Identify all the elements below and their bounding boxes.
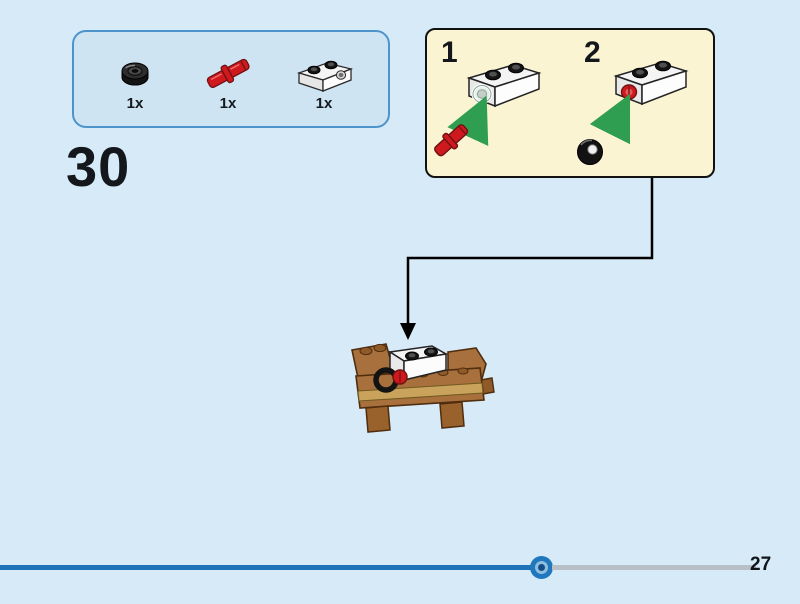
red-pin xyxy=(434,124,469,157)
white-plate-icon xyxy=(296,60,354,92)
substep-2-label: 2 xyxy=(584,36,601,69)
progress-bar-completed[interactable] xyxy=(0,565,531,570)
substep-2: 2 xyxy=(570,30,713,176)
progress-knob-ring xyxy=(535,561,548,574)
black-round-piece xyxy=(577,139,603,165)
part-red-connector-pin: 1x xyxy=(196,48,260,112)
parts-panel: 1x 1x xyxy=(72,30,390,128)
part-black-round-plate: 1x xyxy=(103,48,167,112)
step-number: 30 xyxy=(66,135,131,198)
progress-bar-remaining[interactable] xyxy=(552,565,756,570)
progress-knob-core xyxy=(538,564,545,571)
part-white-plate-pin-hole: 1x xyxy=(289,48,359,112)
red-pin-icon xyxy=(206,58,250,89)
part-qty: 1x xyxy=(315,95,333,112)
substep-1: 1 xyxy=(427,30,570,176)
green-arrow xyxy=(589,93,631,145)
substep-1-label: 1 xyxy=(441,36,458,69)
substep-1-diagram xyxy=(434,62,542,157)
progress-knob[interactable] xyxy=(530,556,553,579)
white-plate-with-pin xyxy=(613,60,689,106)
attached-white-plate xyxy=(387,345,449,382)
part-qty: 1x xyxy=(219,95,237,112)
green-arrow xyxy=(447,95,489,147)
assembled-model-illustration xyxy=(351,343,495,433)
black-round-plate-icon xyxy=(121,62,149,86)
part-qty: 1x xyxy=(126,95,144,112)
page-number: 27 xyxy=(750,554,772,575)
target-hole-highlight xyxy=(471,84,493,104)
substep-2-diagram xyxy=(577,60,689,165)
substep-panel: 1 xyxy=(425,28,715,178)
red-pin-end xyxy=(392,369,408,385)
